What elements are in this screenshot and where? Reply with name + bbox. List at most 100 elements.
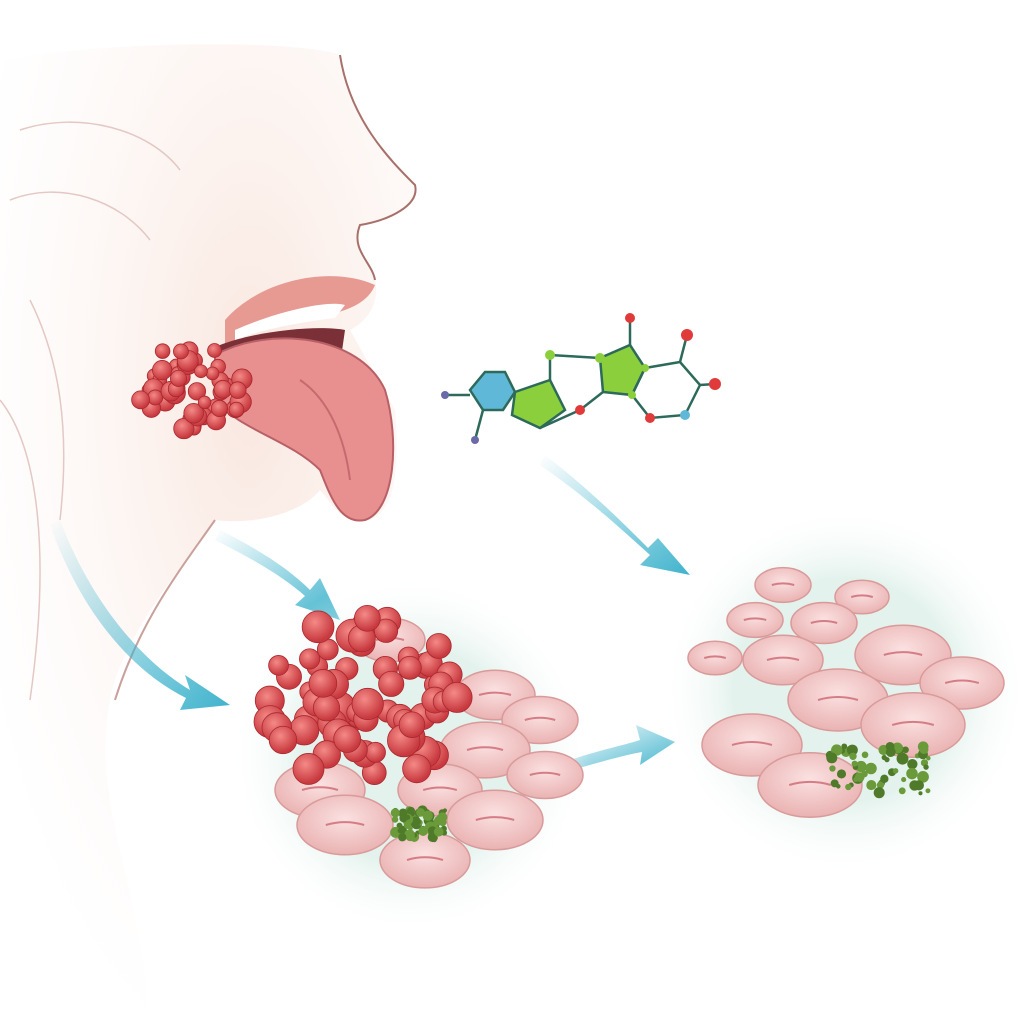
moss	[906, 767, 918, 780]
cell	[726, 601, 784, 639]
moss	[917, 770, 929, 783]
lesion-bump	[210, 399, 229, 418]
lesion-bump	[207, 343, 222, 358]
lesion-bump	[268, 725, 298, 755]
cell	[754, 566, 812, 604]
lesion-bump	[308, 669, 338, 698]
lesion-bump	[205, 366, 220, 381]
cell	[742, 634, 824, 686]
moss	[866, 782, 875, 790]
lesion-bump	[353, 604, 381, 632]
moss	[826, 752, 838, 764]
moss	[397, 827, 403, 834]
lesion-bump	[312, 694, 341, 722]
lesion-bump	[194, 364, 208, 379]
moss	[422, 810, 433, 821]
lesion-bump	[365, 741, 386, 763]
arrow	[570, 725, 675, 770]
moss	[433, 816, 444, 826]
cell	[860, 692, 966, 758]
moss	[396, 822, 403, 829]
moss	[923, 764, 929, 770]
moss	[391, 816, 399, 823]
moss	[846, 744, 858, 756]
moss	[407, 806, 415, 815]
lesion-bump	[402, 754, 432, 784]
lesion-bump	[301, 610, 335, 644]
lesion-bump	[299, 648, 321, 670]
moss	[416, 809, 422, 815]
lesion-bump	[333, 725, 362, 753]
moss	[404, 829, 415, 840]
lesion-bump	[154, 343, 171, 359]
moss	[892, 768, 899, 774]
arrow	[215, 530, 340, 620]
cell	[379, 831, 471, 889]
lesion-bump	[197, 395, 212, 410]
cell	[506, 750, 584, 800]
lesion-bump	[173, 343, 189, 360]
moss	[926, 756, 931, 761]
cell	[834, 579, 890, 615]
moss	[876, 781, 885, 789]
moss	[919, 744, 929, 754]
lesion-cluster	[131, 341, 253, 440]
moss	[865, 762, 877, 775]
moss	[836, 769, 847, 779]
lesion-bump	[398, 711, 426, 738]
moss	[885, 746, 896, 757]
cell	[296, 794, 394, 856]
lesion-bump	[147, 389, 164, 406]
moss	[880, 774, 889, 783]
lesion-bump	[228, 401, 245, 418]
moss	[918, 791, 923, 796]
lesion-bump	[373, 618, 399, 643]
moss	[841, 743, 848, 750]
moss	[855, 760, 867, 773]
lesion-bump	[187, 382, 207, 401]
cell	[501, 695, 579, 745]
moss	[829, 765, 836, 772]
lesion-bump	[425, 633, 452, 659]
molecule	[441, 313, 721, 444]
moss	[853, 777, 859, 782]
cell	[757, 752, 863, 818]
lesion-bump	[351, 687, 384, 721]
moss	[849, 752, 857, 761]
moss	[881, 754, 887, 761]
moss	[898, 787, 906, 795]
moss	[873, 787, 885, 799]
moss	[830, 779, 839, 788]
moss	[861, 751, 869, 759]
moss	[414, 818, 420, 824]
lesion-bump	[292, 753, 325, 785]
cell	[790, 601, 858, 645]
arrow	[540, 455, 690, 575]
lesion-bump	[183, 402, 204, 424]
moss	[896, 752, 909, 765]
lesion-bump	[268, 655, 289, 676]
cell	[687, 640, 743, 676]
moss	[901, 777, 907, 783]
lesion-bump	[441, 681, 473, 713]
cell	[919, 656, 1005, 710]
moss	[398, 808, 408, 818]
cell-magnification-lesion	[230, 575, 590, 935]
moss	[925, 788, 931, 794]
lesion-bump	[229, 381, 247, 399]
moss	[398, 833, 407, 842]
lesion-bump	[131, 390, 150, 410]
moss	[902, 746, 909, 754]
moss	[442, 808, 448, 813]
lesion-bump	[378, 670, 405, 697]
moss	[907, 758, 918, 770]
moss	[845, 783, 852, 791]
moss	[913, 780, 924, 791]
lesion-bump	[152, 360, 173, 381]
moss	[851, 760, 858, 767]
cell	[446, 789, 544, 851]
moss	[433, 826, 444, 837]
lesion-bump	[173, 418, 195, 440]
moss	[390, 808, 400, 818]
